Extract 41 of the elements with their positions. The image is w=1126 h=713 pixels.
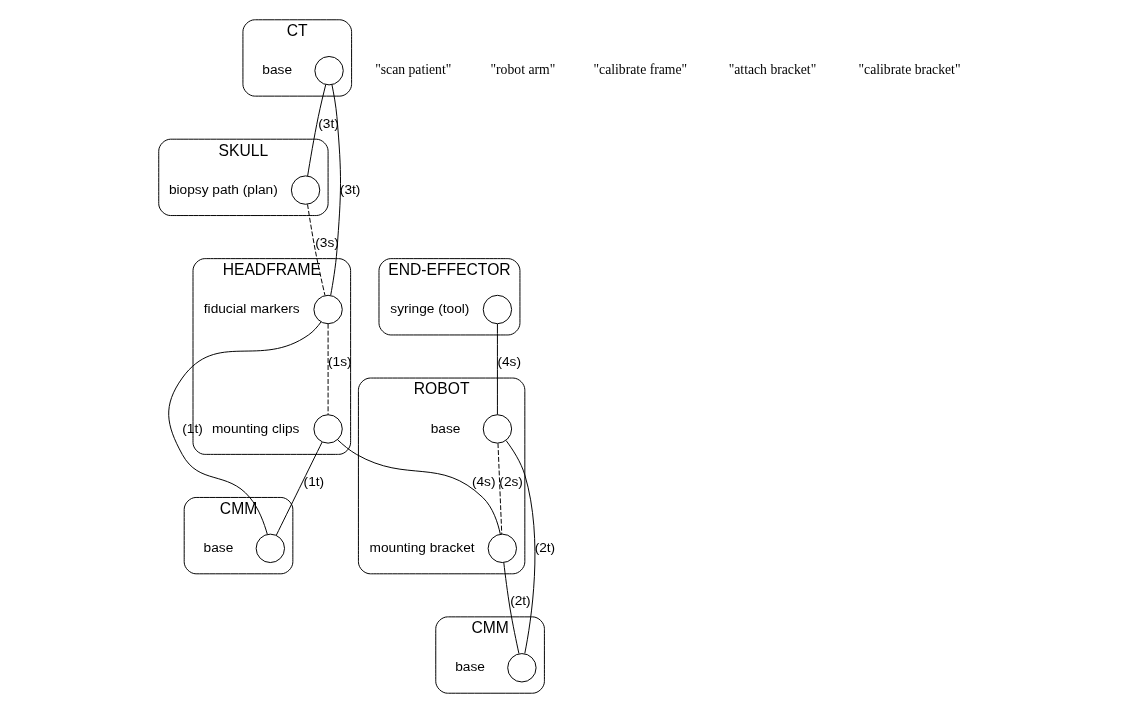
connector (306, 84, 326, 177)
edge-label: (2t) (534, 539, 555, 555)
label: "robot arm" (489, 62, 555, 78)
edge-label: (2t) (509, 593, 531, 609)
connector (496, 323, 498, 416)
node-circle (506, 653, 537, 683)
connector (497, 442, 502, 535)
connector (306, 203, 325, 296)
node-circle (312, 294, 343, 325)
edge-label: (4s) (471, 473, 496, 489)
label: "scan patient" (374, 62, 451, 78)
node-label: base (261, 62, 292, 78)
edge-label: (2s) (498, 473, 523, 489)
connector (275, 441, 323, 536)
node-circle (482, 294, 512, 325)
connector (502, 562, 519, 655)
edge-label: (1t) (303, 473, 324, 489)
connector (167, 321, 321, 535)
node-circle (290, 175, 320, 205)
node-label: fiducial markers (203, 301, 300, 317)
node-label: base (430, 420, 460, 436)
label: "attach bracket" (728, 62, 816, 78)
node-label: biopsy path (plan) (168, 181, 278, 197)
node-label: mounting clips (211, 420, 299, 436)
connector (505, 440, 535, 654)
connector (327, 323, 329, 416)
node-circle (482, 414, 512, 444)
label: "calibrate bracket" (858, 62, 961, 78)
node-label: base (203, 539, 233, 555)
node-label: mounting bracket (369, 539, 475, 555)
connector (329, 84, 341, 296)
connector (336, 439, 501, 535)
node-label: syringe (tool) (389, 301, 469, 317)
node-circle (487, 533, 517, 564)
edge-label: (4s) (496, 354, 521, 370)
node-circle (312, 414, 343, 444)
node-circle (255, 533, 285, 564)
label: "calibrate frame" (593, 62, 687, 78)
node-label: base (454, 659, 485, 675)
edge-label: (1t) (181, 420, 203, 436)
node-circle (313, 56, 344, 86)
